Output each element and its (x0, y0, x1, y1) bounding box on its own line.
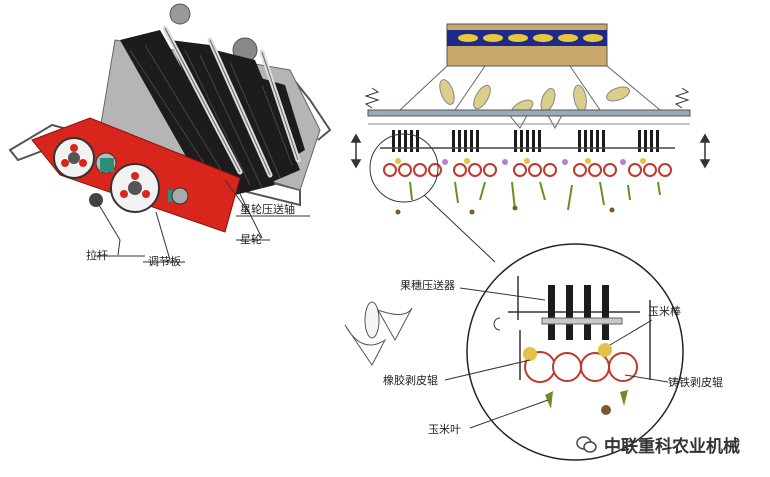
detail-view (444, 243, 684, 461)
star-wheel-brushes (120, 30, 305, 195)
drive-gears (53, 137, 189, 213)
watermark: 中联重科农业机械 (576, 432, 740, 457)
corn-ear-illustration (344, 301, 413, 366)
label-adjust-plate: 调节板 (148, 255, 181, 268)
roller-row (383, 163, 672, 177)
label-rubber-roller: 橡胶剥皮辊 (383, 374, 438, 387)
label-iron-roller: 铸铁剥皮辊 (668, 376, 723, 389)
label-star-wheel-shaft: 星轮压送轴 (240, 203, 295, 216)
label-ear-presser: 果穗压送器 (400, 279, 455, 292)
label-star-wheel: 星轮 (240, 233, 262, 246)
detail-rollers (524, 351, 638, 383)
watermark-text: 中联重科农业机械 (604, 437, 740, 457)
cross-section-view (350, 23, 711, 263)
husker-machine-illustration (8, 3, 332, 263)
wechat-icon (576, 435, 598, 454)
label-corn-leaf: 玉米叶 (428, 423, 461, 436)
label-corn-cob: 玉米棒 (648, 305, 681, 318)
label-pull-rod: 拉杆 (86, 249, 108, 262)
